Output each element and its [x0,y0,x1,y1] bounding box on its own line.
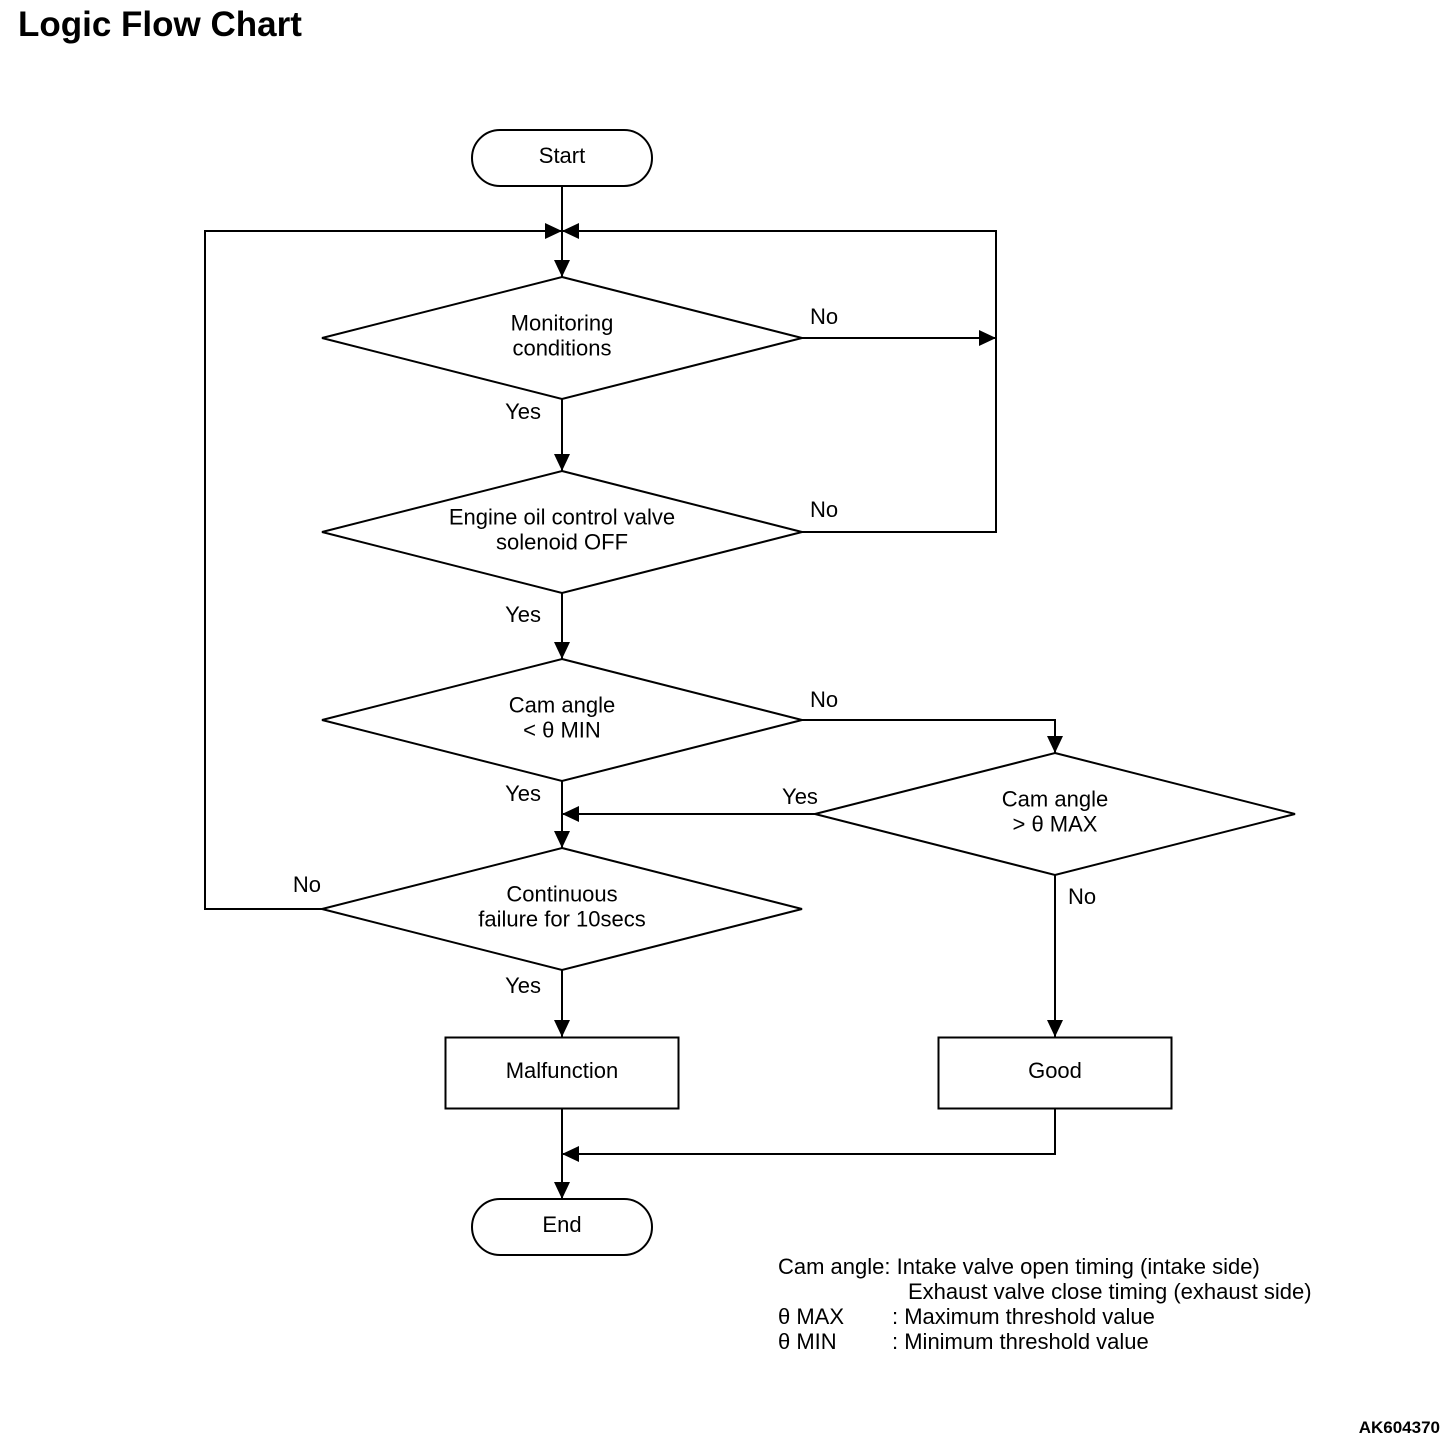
edge-label-continuous-yes: Yes [505,973,541,998]
node-good: Good [937,1036,1173,1110]
edge-cammax-no: No [1054,875,1096,1037]
terminal-shape [471,1198,653,1256]
arrowhead-continuous-no-0 [545,223,562,239]
page-title: Logic Flow Chart [18,5,302,44]
edge-label-cammin-no: No [810,687,838,712]
arrowhead-monitoring-yes-0 [554,454,570,471]
edge-monitoring-yes: Yes [505,399,563,471]
edge-cammin-no: No [802,687,1056,753]
decision-diamond [321,469,803,595]
legend-term-cam-angle: Cam angle: [778,1254,891,1279]
arrowhead-monitoring-no-1 [562,223,579,239]
decision-diamond [321,657,803,783]
arrowhead-cammax-yes-0 [562,806,579,822]
node-label-monitoring-0: Monitoring [511,310,614,335]
node-label-cam_min-1: < θ MIN [523,717,601,742]
node-label-end-0: End [542,1212,581,1237]
edge-line [562,1109,1056,1155]
node-malfunction: Malfunction [444,1036,680,1110]
edge-label-solenoid-no: No [810,497,838,522]
node-label-good-0: Good [1028,1058,1082,1083]
node-label-solenoid-0: Engine oil control valve [449,504,675,529]
edge-good-end [562,1109,1056,1155]
legend-desc-theta-max: : Maximum threshold value [892,1304,1155,1329]
edge-solenoid-no: No [802,338,997,533]
arrowhead-cammin-yes-0 [554,831,570,848]
edge-label-monitoring-yes: Yes [505,399,541,424]
legend-row-theta-max: θ MAX : Maximum threshold value [778,1304,1312,1329]
arrowhead-start-monitoring-0 [554,260,570,277]
arrowhead-good-end-0 [562,1146,579,1162]
decision-diamond [321,275,803,401]
legend-term-theta-max: θ MAX [778,1304,845,1329]
node-label-cam_min-0: Cam angle [509,692,615,717]
edge-label-cammax-yes: Yes [782,784,818,809]
arrowhead-continuous-yes-0 [554,1020,570,1037]
arrowhead-cammin-no-0 [1047,736,1063,753]
legend-term-theta-min: θ MIN [778,1329,837,1354]
node-end: End [471,1198,653,1256]
node-cam_max: Cam angle> θ MAX [814,751,1296,877]
process-box [937,1036,1173,1110]
edge-label-solenoid-yes: Yes [505,602,541,627]
edge-label-monitoring-no: No [810,304,838,329]
decision-diamond [814,751,1296,877]
legend-row-cam-angle-cont: Exhaust valve close timing (exhaust side… [778,1279,1312,1304]
legend-desc-theta-min: : Minimum threshold value [892,1329,1149,1354]
node-start: Start [471,129,653,187]
figure-id: AK604370 [1358,1418,1440,1437]
legend-row-cam-angle: Cam angle: Intake valve open timing (int… [778,1254,1312,1279]
edge-continuous-yes: Yes [505,970,563,1037]
edge-cammax-yes: Yes [562,784,818,815]
edge-label-cammax-no: No [1068,884,1096,909]
node-label-cam_max-0: Cam angle [1002,786,1108,811]
edge-cammin-yes: Yes [505,781,563,848]
arrowhead-cammax-no-0 [1047,1020,1063,1037]
edge-line [204,230,562,910]
edge-label-continuous-no: No [293,872,321,897]
edge-label-cammin-yes: Yes [505,781,541,806]
edge-line [802,719,1056,753]
process-box [444,1036,680,1110]
node-label-continuous-0: Continuous [506,881,617,906]
edge-line [802,338,997,533]
terminal-shape [471,129,653,187]
node-label-start-0: Start [539,143,585,168]
edge-monitoring-no: No [562,230,997,339]
legend: Cam angle: Intake valve open timing (int… [778,1254,1312,1354]
arrowhead-solenoid-yes-0 [554,642,570,659]
arrowhead-monitoring-no-0 [979,330,996,346]
legend-desc-cam-angle-1: Intake valve open timing (intake side) [896,1254,1260,1279]
node-label-solenoid-1: solenoid OFF [496,529,628,554]
legend-row-theta-min: θ MIN : Minimum threshold value [778,1329,1312,1354]
node-cam_min: Cam angle< θ MIN [321,657,803,783]
edge-solenoid-yes: Yes [505,593,563,659]
arrowhead-malfunction-end-0 [554,1182,570,1199]
edge-line [562,230,997,339]
node-label-malfunction-0: Malfunction [506,1058,619,1083]
decision-diamond [321,846,803,972]
edge-continuous-no: No [204,230,562,910]
node-label-cam_max-1: > θ MAX [1013,811,1098,836]
legend-desc-cam-angle-2: Exhaust valve close timing (exhaust side… [908,1279,1312,1304]
node-label-continuous-1: failure for 10secs [478,906,646,931]
node-label-monitoring-1: conditions [512,335,611,360]
